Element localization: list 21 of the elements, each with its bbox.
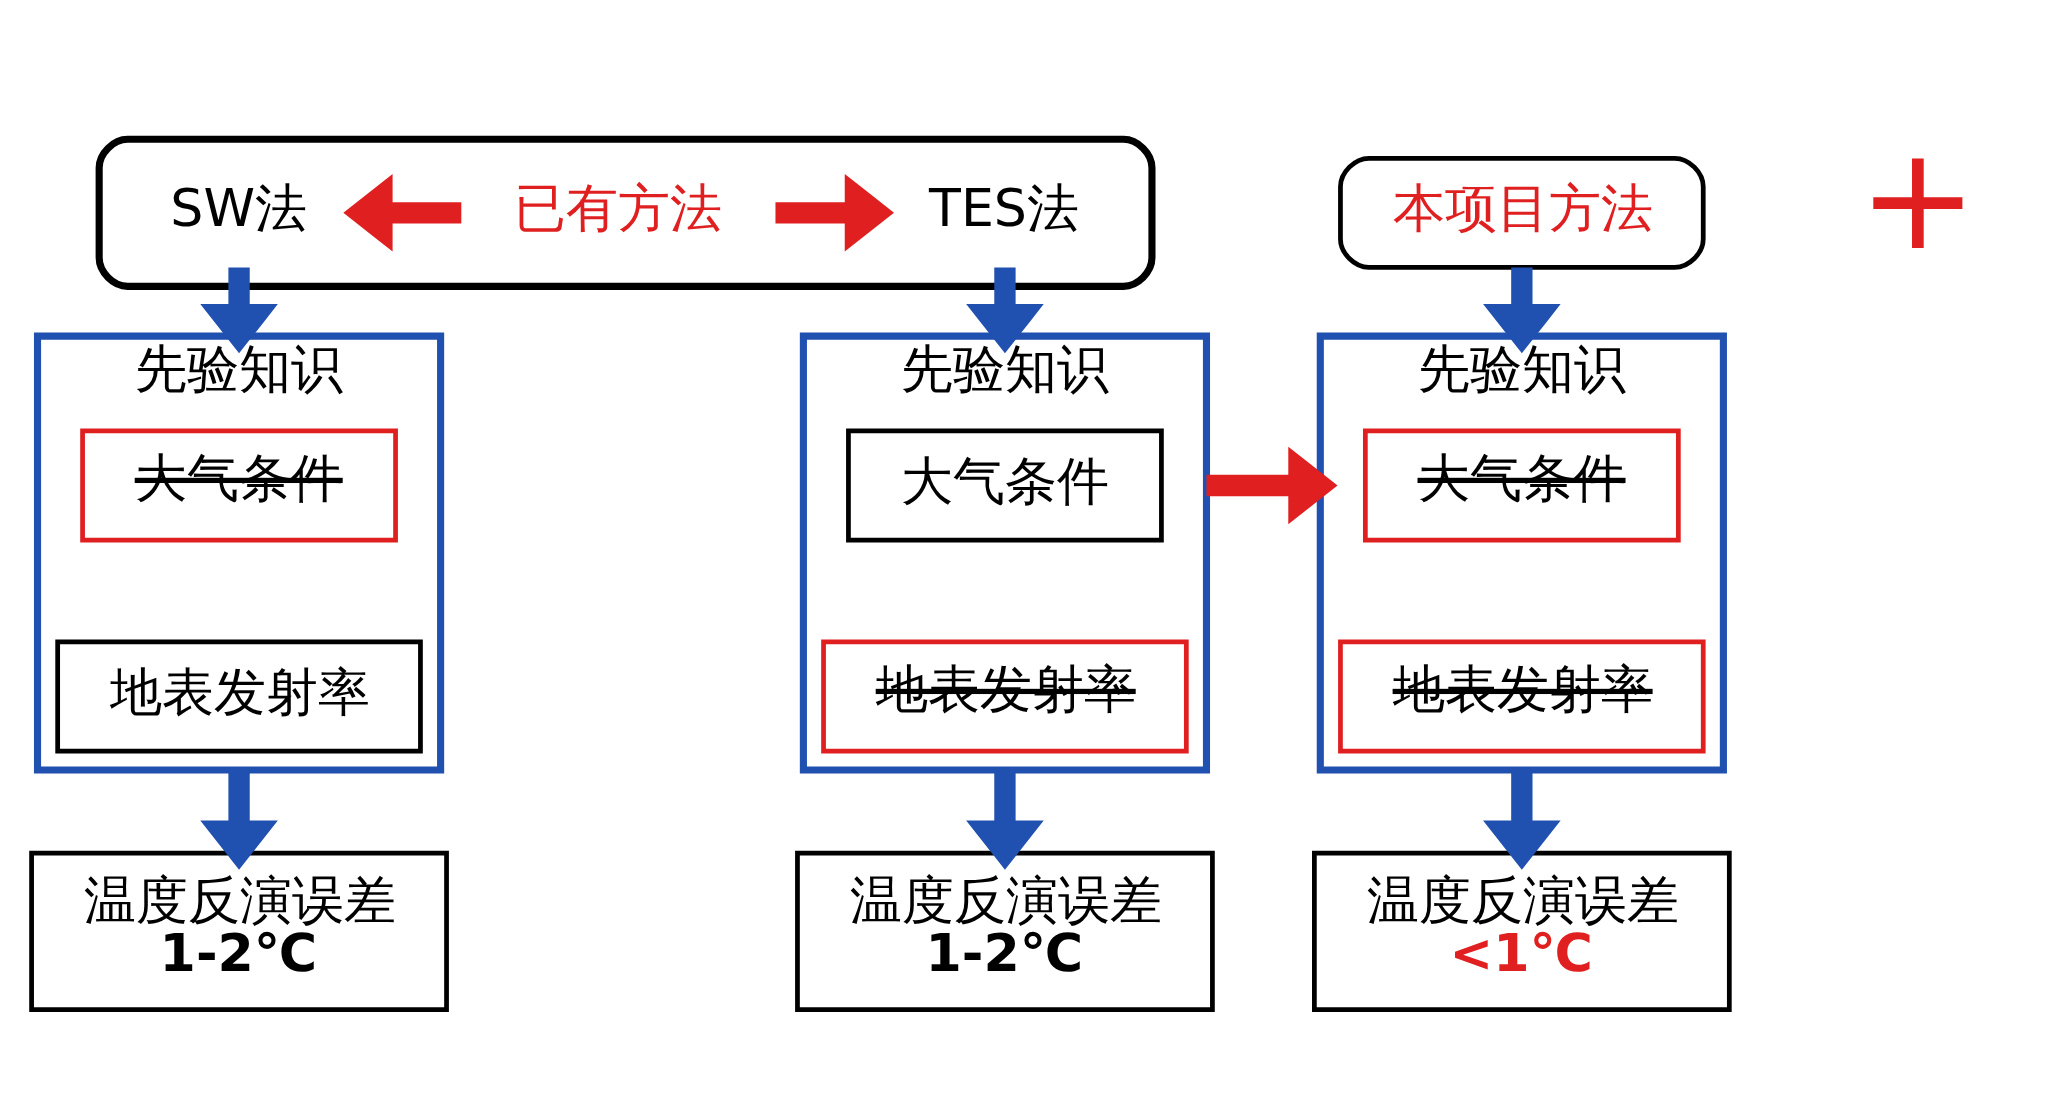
- label: +: [1857, 115, 1977, 282]
- arrow: [774, 173, 894, 252]
- node-box: 温度反演误差 <1℃: [1311, 850, 1732, 1012]
- node-box: 本项目方法: [1337, 155, 1706, 270]
- node-box: 地表发射率: [1337, 639, 1706, 753]
- cluster: [95, 135, 1155, 290]
- node-box: 地表发射率: [820, 639, 1189, 753]
- node-box: 地表发射率: [54, 639, 423, 753]
- arrow: [965, 267, 1044, 353]
- node-box: 温度反演误差 1-2℃: [794, 850, 1215, 1012]
- node-text: TES法: [928, 177, 1079, 238]
- node-text: 已有方法: [513, 177, 722, 238]
- node-box: 大气条件: [79, 428, 398, 542]
- node-box: 温度反演误差 1-2℃: [28, 850, 449, 1012]
- arrow: [1482, 267, 1561, 353]
- node-box: 大气条件: [1362, 428, 1681, 542]
- arrow: [1206, 446, 1338, 524]
- arrow: [199, 267, 278, 353]
- arrow: [342, 173, 461, 252]
- node-box: 大气条件: [845, 428, 1164, 542]
- node-text: SW法: [169, 177, 307, 238]
